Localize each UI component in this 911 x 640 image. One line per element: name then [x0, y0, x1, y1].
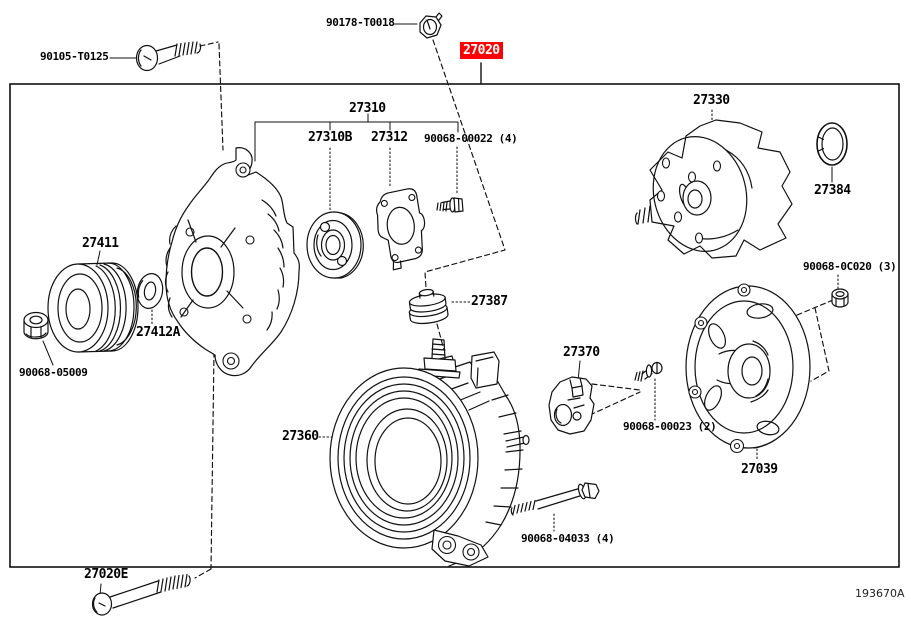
diagram-border: [9, 83, 900, 568]
ring-27384-drawing: [816, 122, 848, 166]
bolt-00023-drawing: [634, 361, 663, 382]
nut-0C020-drawing: [831, 288, 849, 308]
part-label-27330[interactable]: 27330: [693, 93, 730, 108]
brush-holder-27370-drawing: [548, 376, 595, 435]
bearing-27310B-drawing: [306, 211, 364, 279]
figure-code-label: 193670A: [855, 587, 905, 600]
part-label-27411[interactable]: 27411: [82, 236, 119, 251]
part-label-27310[interactable]: 27310: [349, 101, 386, 116]
plate-27312-drawing: [375, 188, 426, 271]
drive-end-frame-drawing: [164, 147, 300, 377]
terminal-90178-drawing: [419, 12, 443, 39]
bolt-04033-drawing: [510, 482, 600, 516]
nut-05009-drawing: [23, 311, 49, 340]
seal-27412A-drawing: [136, 273, 164, 309]
part-label-27370[interactable]: 27370: [563, 345, 600, 360]
bolt-90105-drawing: [135, 41, 202, 72]
bolt-00022-drawing: [436, 197, 464, 213]
part-label-90068-00023[interactable]: 90068-00023 (2): [623, 420, 717, 433]
part-label-27310B[interactable]: 27310B: [308, 130, 352, 145]
stator-27360-drawing: [329, 338, 530, 567]
part-label-90068-05009[interactable]: 90068-05009: [19, 366, 88, 379]
part-label-27020[interactable]: 27020: [460, 42, 503, 59]
pulley-27411-drawing: [47, 262, 139, 353]
dotted-leader-lines: [151, 109, 839, 532]
part-label-90068-04033[interactable]: 90068-04033 (4): [521, 532, 615, 545]
part-label-90105-T0125[interactable]: 90105-T0125: [40, 50, 109, 63]
part-label-27039[interactable]: 27039: [741, 462, 778, 477]
slipring-27387-drawing: [408, 288, 449, 325]
bolt-27020E-drawing: [91, 573, 191, 616]
part-label-27020E[interactable]: 27020E: [84, 567, 128, 582]
part-label-27312[interactable]: 27312: [371, 130, 408, 145]
part-label-27384[interactable]: 27384: [814, 183, 851, 198]
cover-27039-drawing: [685, 283, 811, 454]
part-label-27387[interactable]: 27387: [471, 294, 508, 309]
assembly-dashed-lines: [194, 39, 834, 579]
part-label-90068-00022[interactable]: 90068-00022 (4): [424, 132, 518, 145]
part-label-90178-T0018[interactable]: 90178-T0018: [326, 16, 395, 29]
rotor-27330-drawing: [634, 119, 793, 259]
part-label-27360[interactable]: 27360: [282, 429, 319, 444]
part-label-27412A[interactable]: 27412A: [136, 325, 180, 340]
part-label-90068-0C020[interactable]: 90068-0C020 (3): [803, 260, 897, 273]
